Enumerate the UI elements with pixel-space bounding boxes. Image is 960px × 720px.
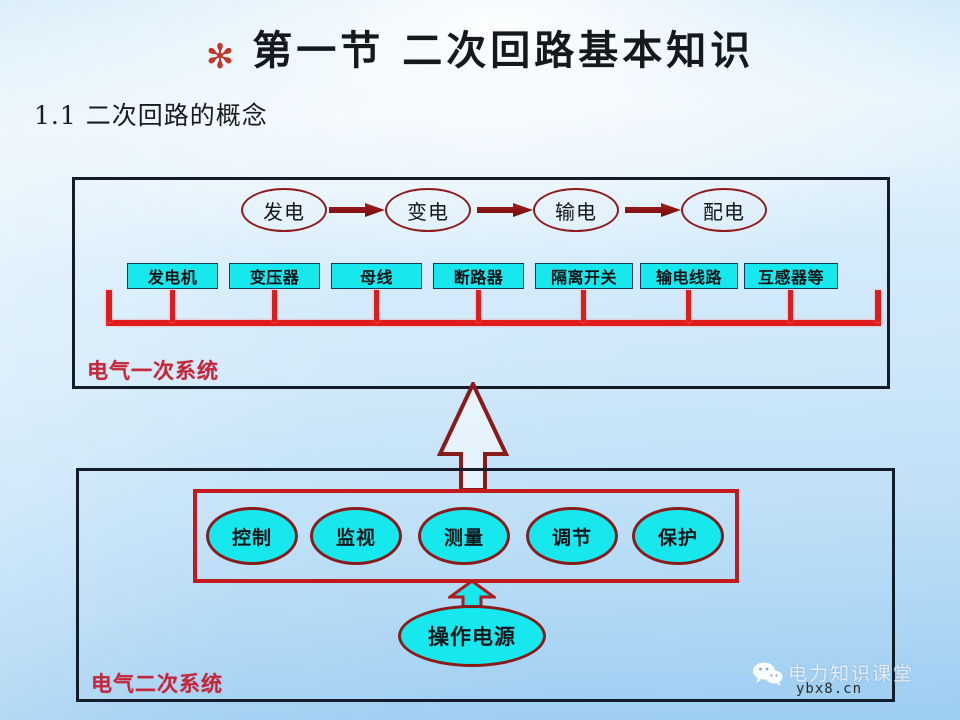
primary-system-panel — [72, 177, 890, 389]
function-label: 保护 — [657, 526, 698, 549]
title-asterisk-icon: ✻ — [205, 37, 235, 77]
function-oval-protection[interactable]: 保护 — [632, 507, 724, 565]
bracket-stem-3 — [374, 290, 379, 322]
power-source-oval[interactable]: 操作电源 — [398, 605, 546, 667]
bracket-stem-1 — [170, 290, 175, 322]
flow-arrow-1-icon — [329, 203, 385, 217]
function-oval-measurement[interactable]: 测量 — [418, 507, 510, 565]
bracket-stem-2 — [272, 290, 277, 322]
device-box-breaker[interactable]: 断路器 — [433, 263, 524, 289]
function-label: 控制 — [231, 526, 272, 549]
bracket-rail-horizontal — [106, 320, 881, 326]
device-label: 互感器等 — [757, 268, 824, 287]
function-label: 监视 — [335, 526, 376, 549]
secondary-system-panel — [76, 468, 895, 702]
bracket-stem-5 — [581, 290, 586, 322]
function-label: 测量 — [443, 526, 484, 549]
bracket-stem-6 — [686, 290, 691, 322]
bracket-stem-4 — [476, 290, 481, 322]
device-label: 母线 — [359, 268, 393, 287]
device-label: 输电线路 — [655, 268, 722, 287]
flow-stage-distribution[interactable]: 配电 — [681, 188, 767, 232]
device-label: 隔离开关 — [550, 268, 617, 287]
secondary-system-caption: 电气二次系统 — [91, 672, 223, 696]
device-box-instrument-transformer[interactable]: 互感器等 — [744, 263, 838, 289]
device-label: 发电机 — [147, 268, 198, 287]
function-oval-control[interactable]: 控制 — [206, 507, 298, 565]
bracket-post-left — [106, 290, 112, 322]
flow-arrow-2-icon — [477, 203, 533, 217]
bracket-post-right — [875, 290, 881, 322]
flow-stage-label: 配电 — [703, 199, 745, 224]
primary-system-caption: 电气一次系统 — [87, 359, 219, 383]
device-label: 变压器 — [249, 268, 300, 287]
function-group-frame — [193, 489, 739, 583]
section-subtitle: 1.1 二次回路的概念 — [34, 101, 268, 130]
flow-stage-label: 变电 — [407, 199, 449, 224]
device-box-busbar[interactable]: 母线 — [331, 263, 422, 289]
title-text: 第一节 二次回路基本知识 — [252, 28, 755, 74]
device-box-generator[interactable]: 发电机 — [127, 263, 218, 289]
function-label: 调节 — [551, 526, 592, 549]
function-oval-regulation[interactable]: 调节 — [526, 507, 618, 565]
power-source-label: 操作电源 — [428, 625, 516, 649]
flow-stage-transformation[interactable]: 变电 — [385, 188, 471, 232]
page-title: ✻ 第一节 二次回路基本知识 — [0, 18, 960, 77]
flow-arrow-3-icon — [625, 203, 681, 217]
device-box-disconnector[interactable]: 隔离开关 — [535, 263, 633, 289]
device-label: 断路器 — [453, 268, 504, 287]
bracket-stem-7 — [788, 290, 793, 322]
flow-stage-label: 输电 — [555, 199, 597, 224]
device-box-transformer[interactable]: 变压器 — [229, 263, 320, 289]
flow-stage-transmission[interactable]: 输电 — [533, 188, 619, 232]
flow-stage-label: 发电 — [263, 199, 305, 224]
flow-stage-generation[interactable]: 发电 — [241, 188, 327, 232]
function-oval-monitoring[interactable]: 监视 — [310, 507, 402, 565]
device-box-transmission-line[interactable]: 输电线路 — [640, 263, 738, 289]
